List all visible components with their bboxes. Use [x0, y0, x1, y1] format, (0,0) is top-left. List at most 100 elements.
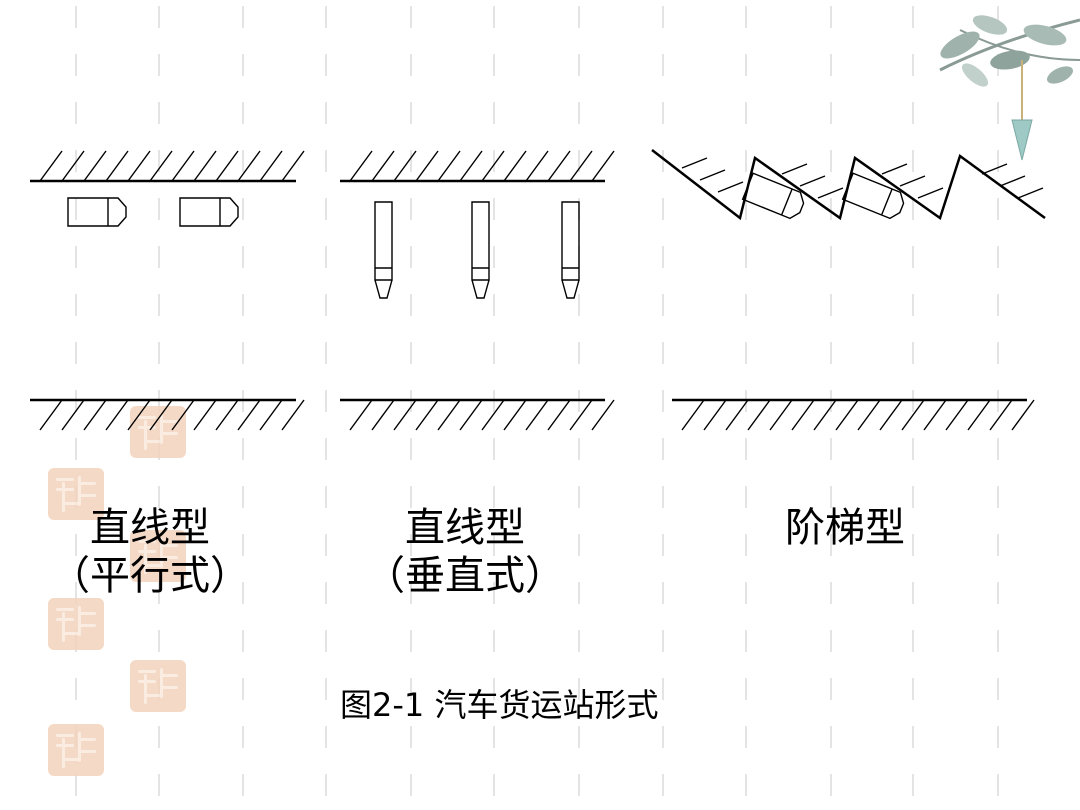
background-dash [493, 6, 495, 28]
hatch-mark [699, 169, 726, 181]
background-dash [410, 486, 412, 508]
hatch-mark [39, 150, 63, 182]
hatch-mark [281, 399, 305, 431]
background-dash [158, 774, 160, 796]
truck-parallel [67, 197, 127, 227]
background-dash [493, 342, 495, 364]
background-dash [662, 726, 664, 748]
background-dash [912, 774, 914, 796]
hatch-mark [171, 399, 195, 431]
hatch-mark [83, 399, 107, 431]
background-dash [242, 486, 244, 508]
background-dash [325, 294, 327, 316]
background-dash [410, 150, 412, 172]
hatch-mark [459, 150, 483, 182]
background-dash [578, 582, 580, 604]
hatch-mark [1017, 187, 1044, 199]
background-dash [578, 294, 580, 316]
background-dash [325, 198, 327, 220]
background-dash [830, 726, 832, 748]
background-dash [493, 102, 495, 124]
background-dash [325, 102, 327, 124]
background-dash [410, 342, 412, 364]
background-dash [662, 198, 664, 220]
hatch-mark [259, 399, 283, 431]
background-dash [745, 294, 747, 316]
background-dash [912, 6, 914, 28]
hatch-mark [215, 150, 239, 182]
background-dash [325, 534, 327, 556]
background-dash [325, 630, 327, 652]
hatch-mark [591, 150, 615, 182]
background-dash [745, 534, 747, 556]
hatch-mark [879, 399, 903, 431]
background-dash [325, 342, 327, 364]
background-dash [410, 678, 412, 700]
background-dash [997, 198, 999, 220]
background-dash [578, 102, 580, 124]
background-dash [912, 342, 914, 364]
background-dash [830, 678, 832, 700]
panel-label-stepped: 阶梯型 [735, 504, 955, 552]
hatch-mark [193, 150, 217, 182]
background-dash [158, 726, 160, 748]
background-dash [493, 198, 495, 220]
background-dash [830, 630, 832, 652]
background-dash [997, 438, 999, 460]
hatch-mark [835, 399, 859, 431]
background-dash [912, 198, 914, 220]
background-dash [158, 102, 160, 124]
background-dash [997, 534, 999, 556]
background-dash [410, 582, 412, 604]
background-dash [745, 198, 747, 220]
hatch-mark [881, 163, 908, 175]
background-dash [662, 534, 664, 556]
background-dash [410, 294, 412, 316]
background-dash [410, 726, 412, 748]
background-dash [662, 6, 664, 28]
hatch-mark [813, 399, 837, 431]
background-dash [997, 342, 999, 364]
background-dash [662, 246, 664, 268]
background-dash [242, 54, 244, 76]
background-dash [745, 774, 747, 796]
background-dash [578, 678, 580, 700]
background-dash [830, 102, 832, 124]
background-dash [158, 246, 160, 268]
background-dash [912, 534, 914, 556]
background-dash [578, 150, 580, 172]
background-dash [410, 6, 412, 28]
hatch-mark [547, 150, 571, 182]
hatch-mark [215, 399, 239, 431]
seal-stamp [48, 598, 104, 650]
background-dash [493, 150, 495, 172]
hatch-mark [1011, 399, 1035, 431]
background-dash [242, 726, 244, 748]
background-dash [75, 678, 77, 700]
background-dash [830, 438, 832, 460]
background-dash [745, 102, 747, 124]
background-dash [410, 54, 412, 76]
background-dash [912, 150, 914, 172]
hatch-mark [371, 399, 395, 431]
background-dash [410, 438, 412, 460]
hatch-mark [481, 150, 505, 182]
background-dash [242, 342, 244, 364]
background-dash [830, 486, 832, 508]
background-dash [158, 6, 160, 28]
background-dash [912, 438, 914, 460]
background-dash [662, 630, 664, 652]
hatch-mark [923, 399, 947, 431]
background-dash [578, 342, 580, 364]
background-dash [493, 438, 495, 460]
hatch-mark [503, 150, 527, 182]
hatch-mark [817, 187, 844, 199]
background-dash [493, 678, 495, 700]
background-dash [158, 582, 160, 604]
truck-perpendicular [471, 201, 490, 299]
seal-stamp [130, 660, 186, 712]
background-dash [493, 582, 495, 604]
hatch-mark [917, 187, 944, 199]
hatch-mark [237, 150, 261, 182]
